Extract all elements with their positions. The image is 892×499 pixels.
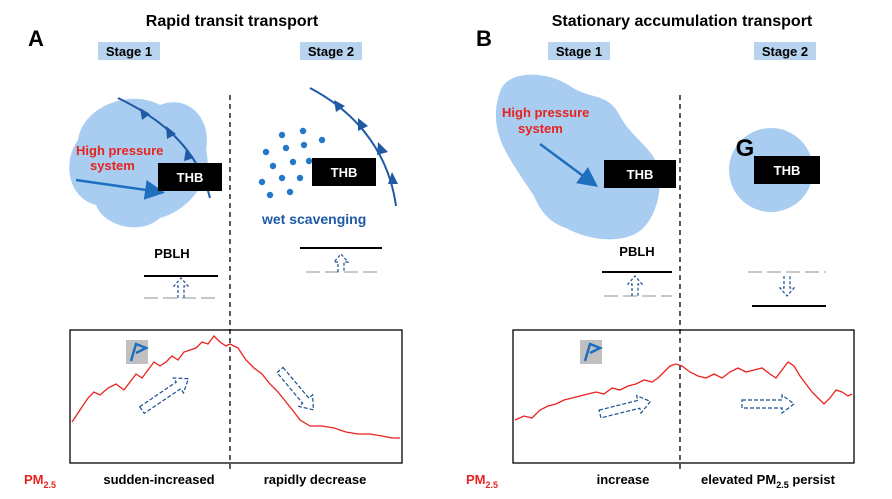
panel-b-high-pressure-label-1: High pressure [502,105,589,120]
panel-a-pm-curve [71,335,400,439]
panel-b-thb-label-1: THB [627,167,654,182]
panel-b-thb-box-2 [754,156,820,184]
panel-a-stage2-label: Stage 2 [308,44,354,59]
panel-a-high-pressure-label-2: system [90,158,135,173]
panel-a-wet-scavenging: wet scavenging [261,211,366,227]
panel-b-thb-box-1 [604,160,676,188]
panel-b-stage2-badge [754,42,816,60]
panel-b-pblh-down-arrow [778,276,796,297]
panel-b-pblh-label: PBLH [619,244,654,259]
panel-a-caption-stage2: rapidly decrease [264,472,367,487]
panel-a-stage1-label: Stage 1 [106,44,152,59]
panel-b-wind-flag-icon [583,342,604,362]
panel-b-pm-box [512,329,855,464]
panel-b-title: Stationary accumulation transport [552,13,813,30]
panel-b-letter: B [476,26,492,51]
panel-b-increase-arrow [598,394,652,419]
panel-a-pblh-label: PBLH [154,246,189,261]
panel-a-pblh-up-arrow-2 [332,253,350,272]
panel-a: A Rapid transit transport Stage 1 Stage … [24,13,403,490]
panel-a-wind-flag-icon [129,342,150,362]
panel-b-caption-stage2: elevated PM2.5 persist [701,472,836,490]
panel-b-high-pressure-cloud [495,74,660,240]
panel-a-decrease-arrow [276,366,315,411]
panel-b-transport-arrow [539,142,599,187]
panel-b-stage2-label: Stage 2 [762,44,808,59]
panel-b-stage1-label: Stage 1 [556,44,602,59]
panel-b-pblh-up-arrow [626,275,644,296]
panel-a-thb-box-2 [312,158,376,186]
panel-a-stage1-badge [98,42,160,60]
panel-a-high-pressure-label-1: High pressure [76,143,163,158]
panel-a-thb-box-1 [158,163,222,191]
panel-b-persist-arrow [741,393,795,415]
panel-b-thb-label-2: THB [774,163,801,178]
panel-a-pm-label: PM2.5 [24,472,56,490]
panel-b-caption-stage1: increase [597,472,650,487]
panel-a-cold-front-2 [309,87,397,207]
panel-b-g-symbol: G [736,135,755,162]
panel-a-caption-stage1: sudden-increased [103,472,214,487]
panel-a-thb-label-2: THB [331,165,358,180]
panel-a-thb-label-1: THB [177,170,204,185]
panel-b-stage1-badge [548,42,610,60]
panel-a-transport-arrow [75,178,165,200]
panel-b: B Stationary accumulation transport Stag… [466,13,855,490]
panel-a-title: Rapid transit transport [146,13,319,30]
panel-b-pm-label: PM2.5 [466,472,498,490]
panel-a-pm-box [69,329,403,464]
panel-a-high-pressure-cloud [69,98,208,228]
panel-a-letter: A [28,26,44,51]
panel-b-pm-curve [514,361,853,421]
panel-a-increase-arrow [138,377,190,415]
panel-a-front-triangles-2 [334,100,398,184]
panel-b-high-pressure-label-2: system [518,121,563,136]
panel-a-stage2-badge [300,42,362,60]
panel-a-pblh-up-arrow [172,277,190,298]
